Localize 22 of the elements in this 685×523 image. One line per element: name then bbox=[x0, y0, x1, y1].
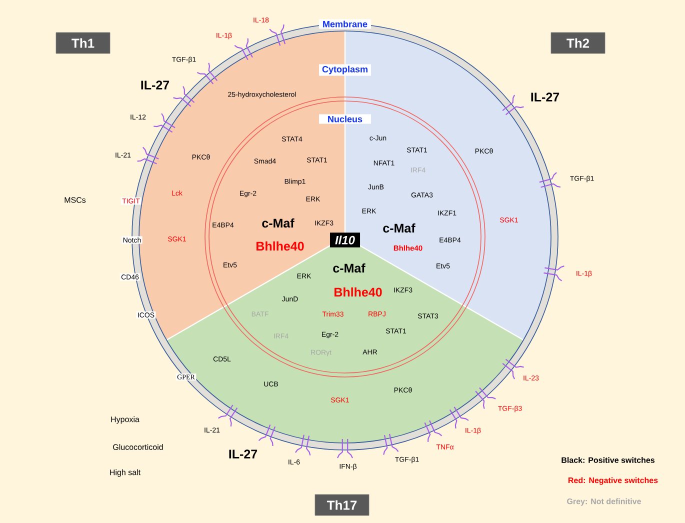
cell-label: MSCs bbox=[64, 197, 86, 203]
factor-label: Bhlhe40 bbox=[334, 287, 382, 297]
condition-label: Hypoxia bbox=[111, 416, 140, 424]
cell-type-box: Th1 bbox=[56, 32, 110, 54]
factor-label: c-Maf bbox=[383, 223, 416, 233]
gene-box: Il10 bbox=[330, 232, 360, 248]
compartment-label: Cytoplasm bbox=[319, 64, 371, 76]
compartment-label: Membrane bbox=[319, 19, 371, 29]
cell-type-box: Th2 bbox=[550, 32, 606, 54]
cytokine-label: IL-27 bbox=[229, 450, 258, 458]
factor-label: c-Maf bbox=[333, 263, 366, 273]
condition-label: Glucocorticoid bbox=[113, 444, 163, 450]
legend-entry: Grey: Not definitive bbox=[567, 498, 641, 506]
factor-label: c-Maf bbox=[262, 218, 294, 228]
cell-type-box: Th17 bbox=[314, 494, 370, 516]
condition-label: High salt bbox=[110, 469, 140, 477]
legend-entry: Black: Positive switches bbox=[562, 457, 654, 463]
cytokine-label: IL-27 bbox=[531, 92, 560, 102]
compartment-label: Nucleus bbox=[319, 114, 371, 124]
factor-label: Bhlhe40 bbox=[256, 241, 304, 251]
legend-entry: Red: Negative switches bbox=[568, 477, 658, 485]
cytokine-label: IL-27 bbox=[141, 80, 170, 90]
